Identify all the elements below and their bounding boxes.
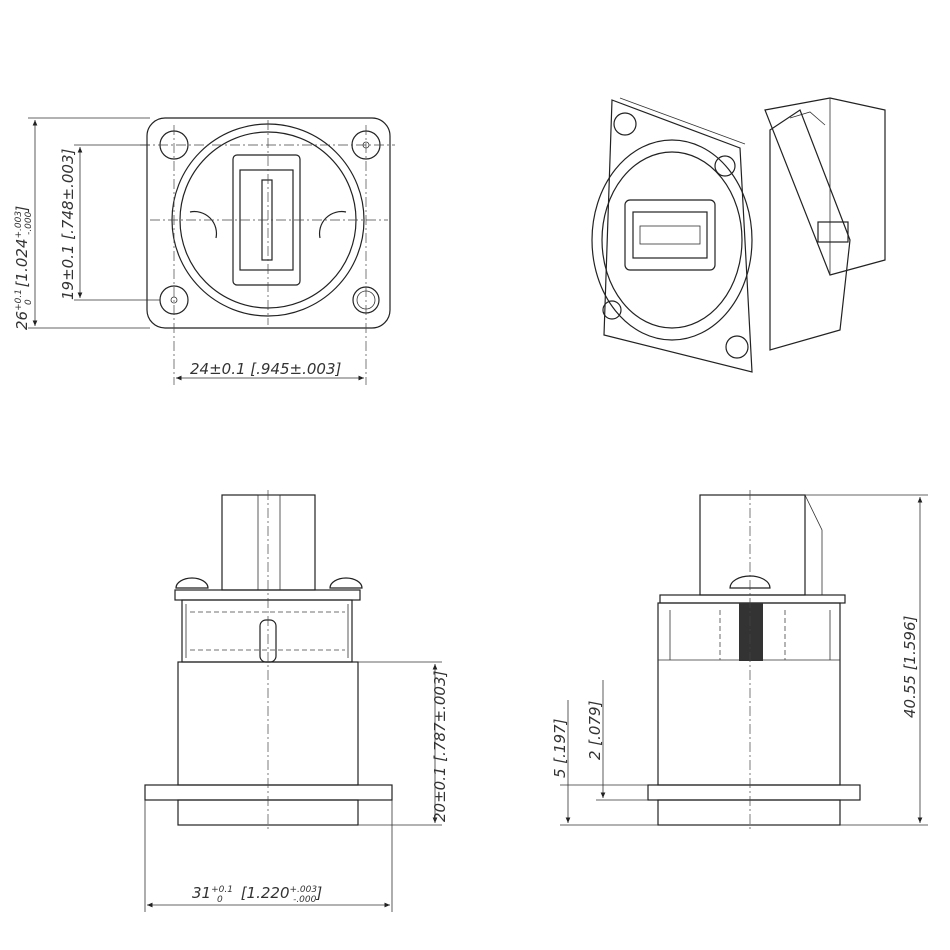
svg-text:5 [.197]: 5 [.197] <box>551 718 569 778</box>
svg-text:40.55 [1.596]: 40.55 [1.596] <box>901 615 919 718</box>
svg-text:20±0.1 [.787±.003]: 20±0.1 [.787±.003] <box>431 671 449 822</box>
dim-flange-2: 2 [.079] <box>586 680 648 801</box>
side-view-right <box>647 490 861 830</box>
front-view <box>140 117 395 385</box>
mounting-holes <box>159 130 381 315</box>
svg-text:19±0.1 [.748±.003]: 19±0.1 [.748±.003] <box>59 149 77 300</box>
isometric-view <box>591 97 886 373</box>
logo-icon <box>714 155 736 177</box>
dim-height-26: 26+0.10[1.024+.003-.000] <box>13 117 150 330</box>
svg-text:2 [.079]: 2 [.079] <box>586 700 604 760</box>
dim-depth-20: 20±0.1 [.787±.003] <box>358 661 449 826</box>
side-view-left <box>144 490 393 830</box>
dim-hole-19: 19±0.1 [.748±.003] <box>59 144 160 301</box>
dim-length-40: 40.55 [1.596] <box>805 494 928 826</box>
svg-text:31+0.10[1.220+.003-.000]: 31+0.10[1.220+.003-.000] <box>192 884 322 905</box>
svg-text:24±0.1 [.945±.003]: 24±0.1 [.945±.003] <box>190 360 341 378</box>
dim-flange-5: 5 [.197] <box>551 700 658 826</box>
svg-text:26+0.10[1.024+.003-.000]: 26+0.10[1.024+.003-.000] <box>13 206 34 330</box>
dim-hole-24: 24±0.1 [.945±.003] <box>176 360 364 381</box>
screw-thread <box>739 603 763 661</box>
